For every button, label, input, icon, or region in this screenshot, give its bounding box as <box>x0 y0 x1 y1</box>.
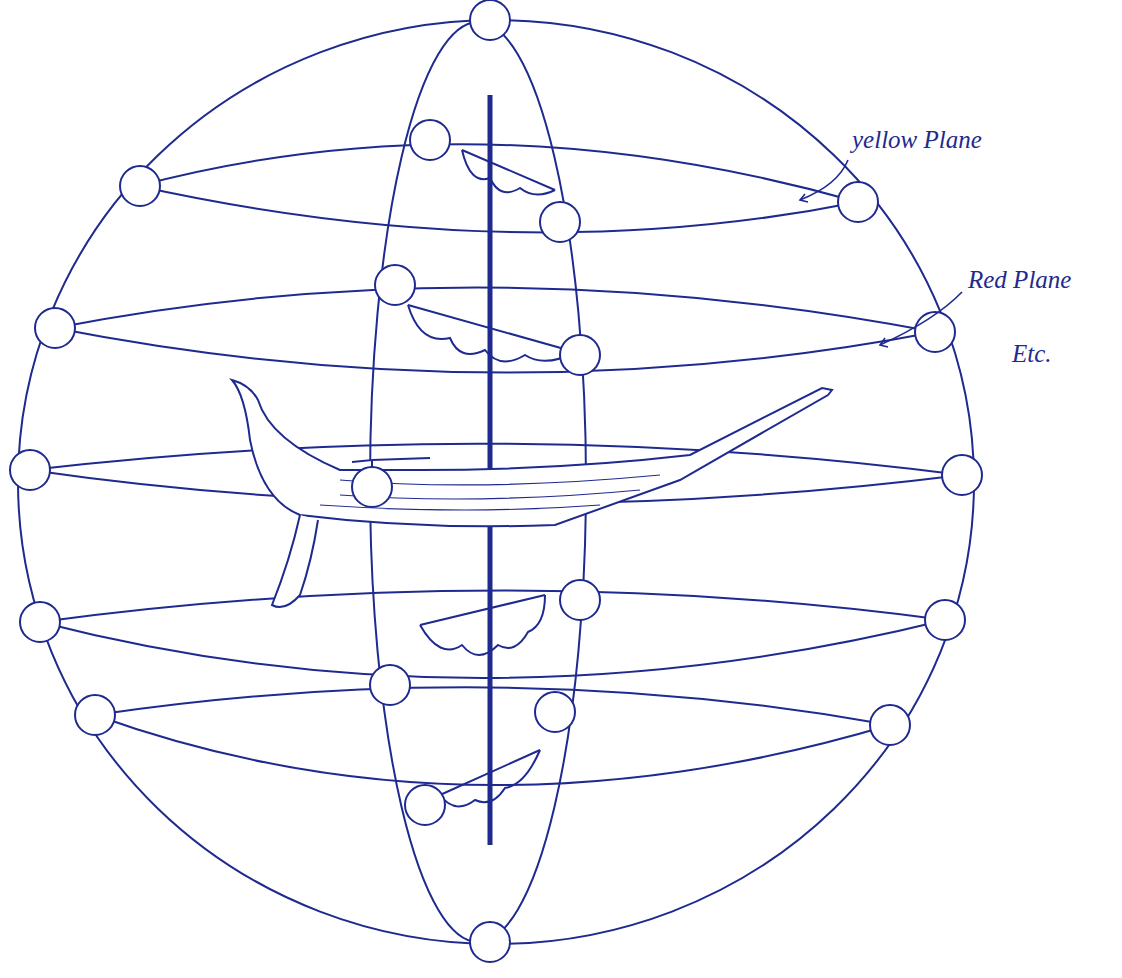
plane-ring <box>138 144 858 232</box>
callout-label: yellow Plane <box>852 126 982 154</box>
callout-label: Etc. <box>1012 340 1052 368</box>
sphere-outline <box>18 20 974 944</box>
callout-label: Red Plane <box>968 266 1071 294</box>
ring-nodes <box>10 0 982 962</box>
ship-hull <box>232 380 832 607</box>
leader-line <box>800 160 962 347</box>
plane-ring <box>55 287 935 372</box>
